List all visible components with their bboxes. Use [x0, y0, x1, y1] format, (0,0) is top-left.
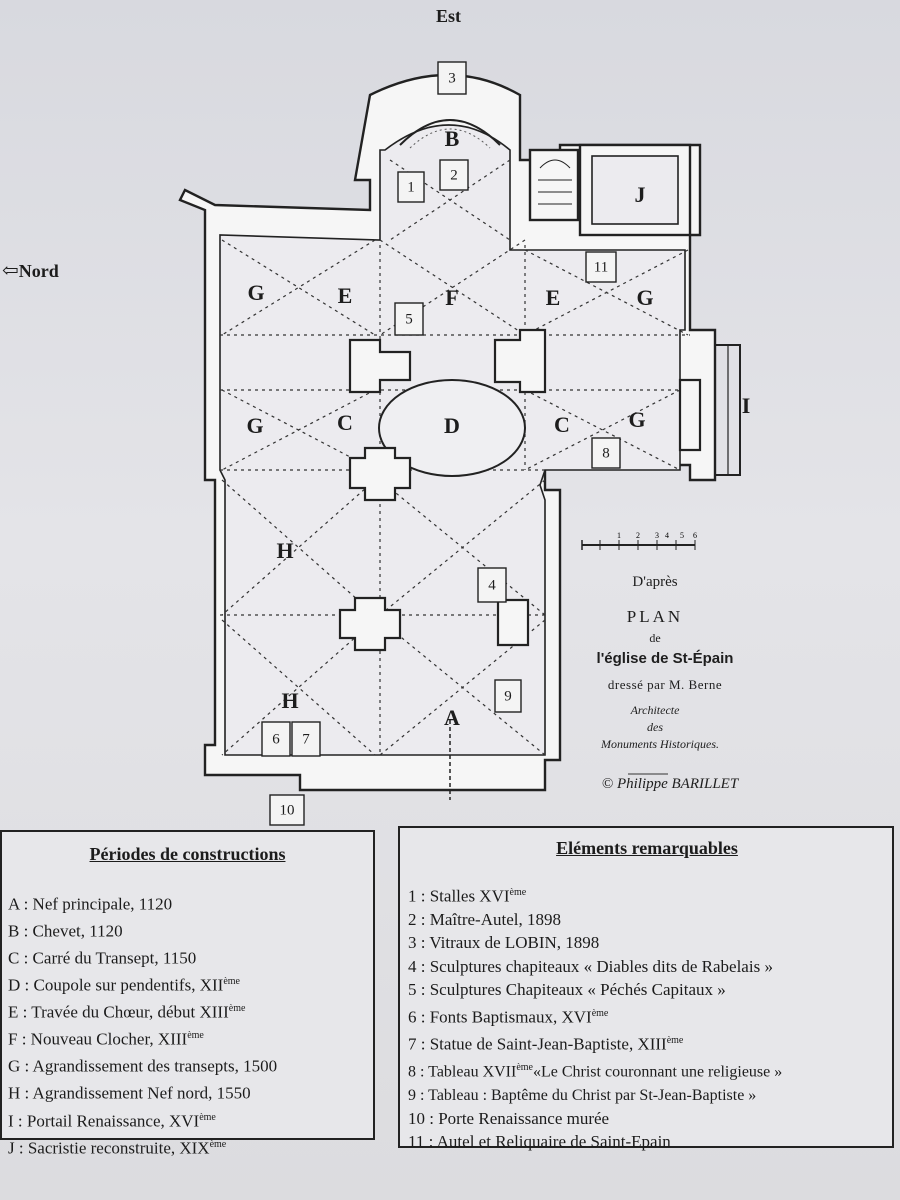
scale-tick-5: 5: [680, 531, 684, 540]
compass-north-text: Nord: [18, 261, 59, 281]
markers: 1 2 3 4 5 6 7 8 9 10 11: [261, 61, 621, 826]
caption-de: de: [649, 631, 661, 645]
marker-8: 8: [591, 437, 621, 469]
period-item: I : Portail Renaissance, XVIème: [8, 1111, 216, 1131]
apse-arc-inner: [409, 128, 491, 149]
marker-6: 6: [261, 721, 291, 757]
element-item: 4 : Sculptures chapiteaux « Diables dits…: [408, 956, 773, 976]
marker-7: 7: [291, 721, 321, 757]
elements-legend-title: Eléments remarquables: [556, 838, 738, 858]
marker-5: 5: [394, 302, 424, 336]
zone-c-right: C: [554, 412, 570, 437]
zone-e-left: E: [338, 283, 353, 308]
zone-h-upper: H: [276, 538, 293, 563]
zone-c-left: C: [337, 410, 353, 435]
marker-11: 11: [585, 251, 617, 283]
west-arrow-icon: ⇦: [2, 260, 19, 282]
svg-text:3: 3: [448, 70, 456, 86]
marker-9: 9: [494, 679, 522, 713]
zone-d: D: [444, 413, 460, 438]
zone-f: F: [445, 285, 458, 310]
svg-text:11: 11: [594, 259, 608, 275]
svg-text:5: 5: [405, 311, 413, 327]
element-item: 3 : Vitraux de LOBIN, 1898: [408, 933, 600, 953]
svg-text:9: 9: [504, 688, 512, 704]
scale-tick-2: 2: [636, 531, 640, 540]
marker-3: 3: [437, 61, 467, 95]
caption-copyright: © Philippe BARILLET: [601, 776, 739, 792]
plan-caption: D'après PLAN de l'église de St-Épain dre…: [565, 574, 765, 793]
caption-title: PLAN: [626, 607, 684, 626]
compass-north-label: ⇦Nord: [2, 258, 59, 283]
zone-e-right: E: [546, 285, 561, 310]
caption-role-1: Architecte: [630, 703, 680, 717]
zone-g-top-right: G: [636, 285, 653, 310]
compass-east-label: Est: [436, 6, 462, 26]
piers: [338, 328, 702, 652]
periods-legend: Périodes de constructions A : Nef princi…: [0, 830, 375, 1157]
svg-text:7: 7: [302, 731, 310, 747]
element-item: 9 : Tableau : Baptême du Christ par St-J…: [408, 1086, 757, 1104]
marker-10: 10: [269, 794, 305, 826]
apse-arc: [399, 119, 501, 146]
elements-list: 1 : Stalles XVIème 2 : Maître-Autel, 189…: [408, 881, 886, 1154]
period-item: G : Agrandissement des transepts, 1500: [8, 1057, 278, 1077]
period-item: E : Travée du Chœur, début XIIIème: [8, 1002, 246, 1022]
zone-g-mid-right: G: [628, 407, 645, 432]
caption-role-3: Monuments Historiques.: [601, 737, 719, 751]
period-item: J : Sacristie reconstruite, XIXème: [8, 1138, 227, 1158]
period-item: F : Nouveau Clocher, XIIIème: [8, 1029, 204, 1049]
svg-text:10: 10: [280, 802, 295, 818]
period-item: H : Agrandissement Nef nord, 1550: [8, 1084, 251, 1104]
element-item: 6 : Fonts Baptismaux, XVIème: [408, 1007, 609, 1027]
scale-tick-4: 4: [665, 531, 669, 540]
marker-1: 1: [397, 171, 425, 203]
element-item: 1 : Stalles XVIème: [408, 886, 527, 906]
element-item: 7 : Statue de Saint-Jean-Baptiste, XIIIè…: [408, 1034, 684, 1054]
period-item: B : Chevet, 1120: [8, 921, 123, 941]
zone-i: I: [742, 393, 751, 418]
period-item: A : Nef principale, 1120: [8, 894, 173, 914]
zone-g-top-left: G: [247, 280, 264, 305]
element-item: 8 : Tableau XVIIème«Le Christ couronnant…: [408, 1061, 783, 1081]
element-item: 10 : Porte Renaissance murée: [408, 1108, 610, 1128]
caption-role-2: des: [647, 720, 663, 734]
svg-text:6: 6: [272, 731, 280, 747]
periods-legend-title: Périodes de constructions: [89, 844, 286, 864]
periods-list: A : Nef principale, 1120 B : Chevet, 112…: [8, 889, 367, 1160]
svg-text:8: 8: [602, 445, 610, 461]
zone-letters: A B C C D E E F G G G G H H I J: [246, 126, 750, 730]
svg-text:1: 1: [407, 179, 415, 195]
element-item: 5 : Sculptures Chapiteaux « Péchés Capit…: [408, 980, 726, 1000]
zone-b: B: [445, 126, 460, 151]
period-item: D : Coupole sur pendentifs, XIIème: [8, 975, 240, 995]
stair-steps: [538, 159, 572, 205]
marker-4: 4: [477, 567, 507, 603]
marker-2: 2: [439, 159, 469, 191]
scale-tick-1: 1: [617, 531, 621, 540]
sacristy-room: [591, 155, 679, 225]
svg-text:4: 4: [488, 577, 496, 593]
scale-bar: 1 2 3 4 5 6: [581, 531, 697, 550]
caption-source: D'après: [632, 574, 678, 590]
zone-g-mid-left: G: [246, 413, 263, 438]
caption-drawn-by: dressé par M. Berne: [607, 677, 723, 692]
scale-tick-6: 6: [693, 531, 697, 540]
element-item: 11 : Autel et Reliquaire de Saint-Epain: [408, 1132, 671, 1152]
elements-legend: Eléments remarquables 1 : Stalles XVIème…: [398, 826, 894, 1151]
zone-j: J: [635, 182, 646, 207]
zone-h-lower: H: [281, 688, 298, 713]
scale-tick-3: 3: [655, 531, 659, 540]
dome-ellipse: [378, 379, 526, 477]
period-item: C : Carré du Transept, 1150: [8, 948, 197, 968]
staircase: [528, 148, 580, 222]
element-item: 2 : Maître-Autel, 1898: [408, 910, 561, 930]
zone-a: A: [444, 705, 460, 730]
caption-church: l'église de St-Épain: [596, 650, 734, 667]
church-floor-plan: A B C C D E E F G G G G H H I J 1 2 3 4 …: [178, 61, 750, 826]
svg-text:2: 2: [450, 167, 458, 183]
